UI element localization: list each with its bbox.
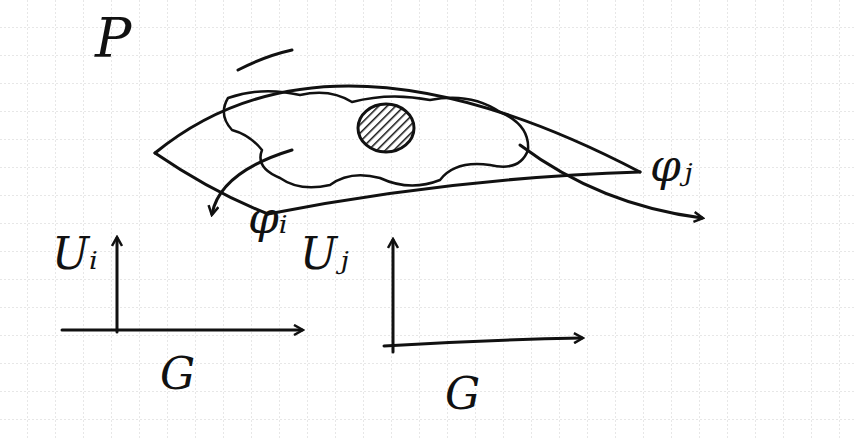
surface-bottom-edge: [268, 172, 640, 214]
overlap-region: [358, 104, 414, 152]
axis-label: G: [160, 352, 195, 396]
axis-label: G: [445, 372, 480, 416]
bundle-label: P: [95, 12, 131, 66]
vertical-axis: [392, 240, 395, 352]
chart-domain: [224, 91, 528, 187]
axis-label: Uⱼ: [300, 232, 349, 276]
map-label: φⱼ: [650, 144, 692, 188]
map-arrow: [520, 145, 702, 218]
horizontal-axis: [62, 329, 302, 332]
surface-stroke: [238, 50, 292, 70]
vertical-axis: [116, 238, 119, 332]
axis-label: Uᵢ: [52, 232, 98, 276]
horizontal-axis: [384, 338, 582, 346]
map-label: φᵢ: [248, 196, 288, 240]
